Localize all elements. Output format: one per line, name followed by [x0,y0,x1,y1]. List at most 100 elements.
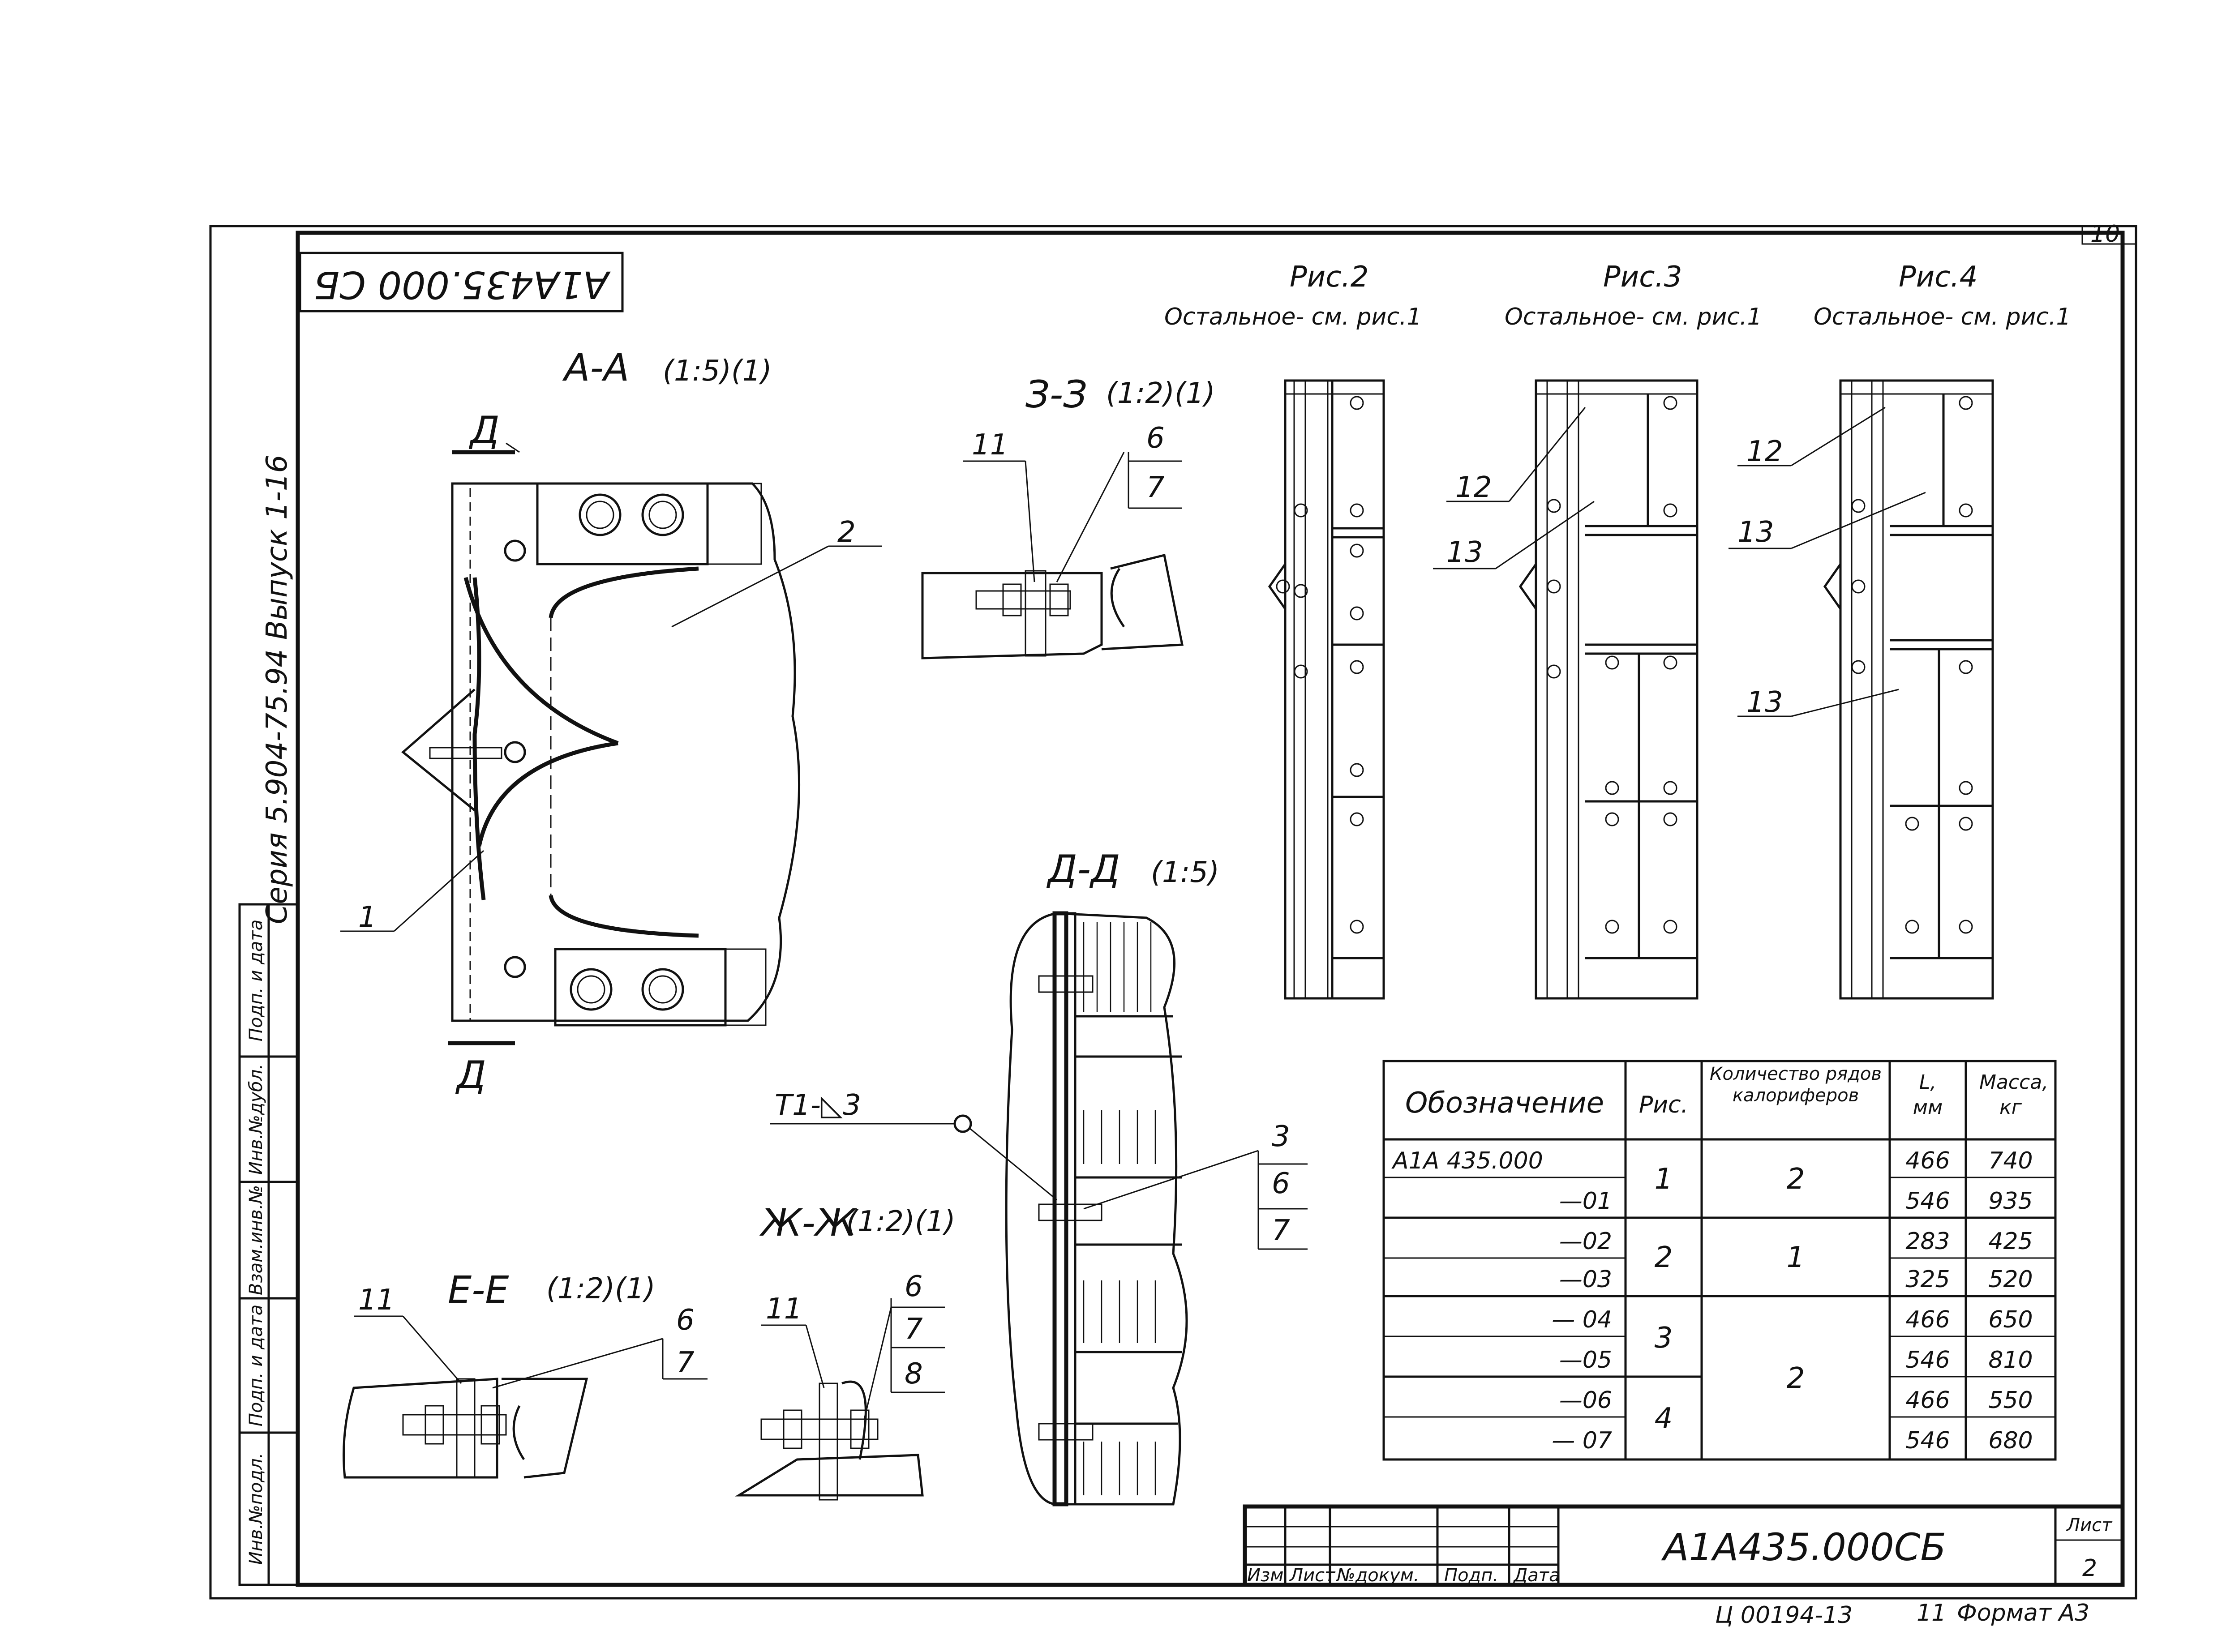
sheet-label: Лист [2066,1515,2113,1536]
callout-zz-6: 6 [1146,422,1165,455]
stamp-field: Подп. и дата [246,1305,266,1426]
th-rows-count: Количество рядов калориферов [1710,1064,1882,1106]
row-designation: —01 [1559,1188,1612,1215]
title-col: Изм [1247,1565,1283,1586]
inverted-code: А1А435.000 СБ [314,263,611,307]
row-length: 325 [1905,1266,1950,1293]
callout-dd-7: 7 [1272,1214,1290,1247]
figure-3: Рис.3 Остальное- см. рис.1 12 13 [1433,261,1762,1000]
figure-title: Рис.3 [1603,261,1682,294]
callout-dd-3: 3 [1272,1120,1290,1153]
th-rows-count-wrap: Количество рядов калориферов [1710,1064,1882,1106]
callout-f3-12: 12 [1455,471,1492,504]
view-scale-zhzh: (1:2)(1) [846,1205,956,1238]
row-designation: — 04 [1552,1306,1612,1333]
inner-frame [296,231,2125,1587]
figure-group: 3 [1655,1322,1673,1355]
th-mass-wrap: Масса, кг [1979,1071,2049,1119]
callout-zh-6: 6 [905,1270,923,1303]
callout-zh-8: 8 [905,1357,923,1391]
title-col: Подп. [1444,1565,1498,1586]
row-length: 466 [1905,1387,1950,1414]
series-label: Серия 5.904-75.94 Выпуск 1-16 [261,455,294,924]
view-scale-aa: (1:5)(1) [663,355,772,388]
row-length: 546 [1905,1427,1950,1454]
row-mass: 550 [1988,1387,2033,1414]
stamp-field: Подп. и дата [246,920,266,1041]
view-label-dd: Д-Д [1046,847,1120,891]
section-zhzh: Ж-Ж (1:2)(1) 11 6 7 8 [735,1201,956,1501]
section-zz: З-З (1:2)(1) 11 6 7 [921,372,1215,659]
page-number: 10 [2090,221,2120,248]
count-group: 2 [1787,1163,1805,1196]
view-scale-ee: (1:2)(1) [546,1272,656,1305]
inverted-code-box [299,252,624,312]
callout-dd-6: 6 [1272,1167,1290,1200]
callout-ee-11: 11 [358,1284,395,1317]
row-length: 546 [1905,1188,1950,1215]
view-label-zhzh: Ж-Ж [759,1201,858,1245]
row-length: 466 [1905,1147,1950,1174]
row-length: 546 [1905,1347,1950,1374]
callout-2: 2 [837,516,856,549]
callout-zz-11: 11 [972,428,1008,462]
title-col: №докум. [1336,1565,1419,1586]
view-scale-zz: (1:2)(1) [1106,377,1215,410]
th-figure: Рис. [1639,1091,1688,1118]
designation-main: А1А435.000СБ [1661,1525,1946,1569]
inventory-number: Ц 00194-13 [1715,1602,1853,1629]
row-designation: —03 [1559,1266,1612,1293]
th-length: L, мм [1913,1071,1943,1119]
row-mass: 935 [1988,1188,2033,1215]
figure-title: Рис.2 [1290,261,1368,294]
count-group: 1 [1787,1241,1805,1274]
row-mass: 680 [1988,1427,2033,1454]
page-number-box [2081,225,2137,245]
callout-zh-11: 11 [766,1292,802,1326]
section-aa: А-А (1:5)(1) Д Д 2 [340,346,882,1097]
figure-note: Остальное- см. рис.1 [1505,304,1762,330]
row-designation: —05 [1559,1347,1612,1374]
cut-label-bottom: Д [455,1053,486,1097]
th-length-wrap: L, мм [1913,1071,1943,1119]
row-length: 283 [1905,1228,1950,1255]
callout-f4-12: 12 [1746,435,1783,468]
callout-f3-13: 13 [1446,536,1483,569]
figure-group: 4 [1655,1402,1673,1435]
row-mass: 740 [1988,1147,2033,1174]
figure-note: Остальное- см. рис.1 [1164,304,1422,330]
title-block: Изм Лист №докум. Подп. Дата А1А435.000СБ… [1243,1504,2125,1587]
weld-note: Т1-◺3 [775,1089,861,1122]
callout-1: 1 [358,901,377,934]
title-col: Лист [1289,1565,1336,1586]
stamp-field: Инв.№подл. [246,1453,266,1565]
th-designation: Обозначение [1405,1087,1604,1120]
figure-group: 2 [1655,1241,1673,1274]
figure-2: Рис.2 Остальное- см. рис.1 [1164,261,1422,1000]
view-label-zz: З-З [1025,372,1087,416]
view-label-ee: Е-Е [448,1268,509,1312]
row-mass: 650 [1988,1306,2033,1333]
outer-frame [209,225,2137,1600]
row-designation: — 07 [1552,1427,1612,1454]
title-col: Дата [1513,1565,1560,1586]
figure-4: Рис.4 Остальное- см. рис.1 12 13 [1729,261,2071,1000]
figure-title: Рис.4 [1899,261,1977,294]
cut-label-top: Д [468,408,500,452]
spec-table: Обозначение Рис. Количество рядов калори… [1382,1060,2057,1461]
format-label: Формат А3 [1957,1600,2089,1626]
th-mass: Масса, кг [1979,1071,2049,1119]
callout-ee-6: 6 [676,1304,695,1337]
row-designation: А1А 435.000 [1391,1147,1543,1174]
stamp-field: Инв.№дубл. [246,1064,266,1175]
stamp-field: Взам.инв.№ [246,1185,266,1295]
view-scale-dd: (1:5) [1151,856,1219,889]
section-dd: Д-Д (1:5) Т1-◺3 [770,847,1308,1506]
callout-ee-7: 7 [676,1346,695,1379]
row-designation: —02 [1559,1228,1612,1255]
section-ee: Е-Е (1:2)(1) 11 6 7 [343,1268,708,1479]
count-group: 2 [1787,1362,1805,1395]
sheet-number: 2 [2082,1555,2097,1582]
row-designation: —06 [1559,1387,1612,1414]
